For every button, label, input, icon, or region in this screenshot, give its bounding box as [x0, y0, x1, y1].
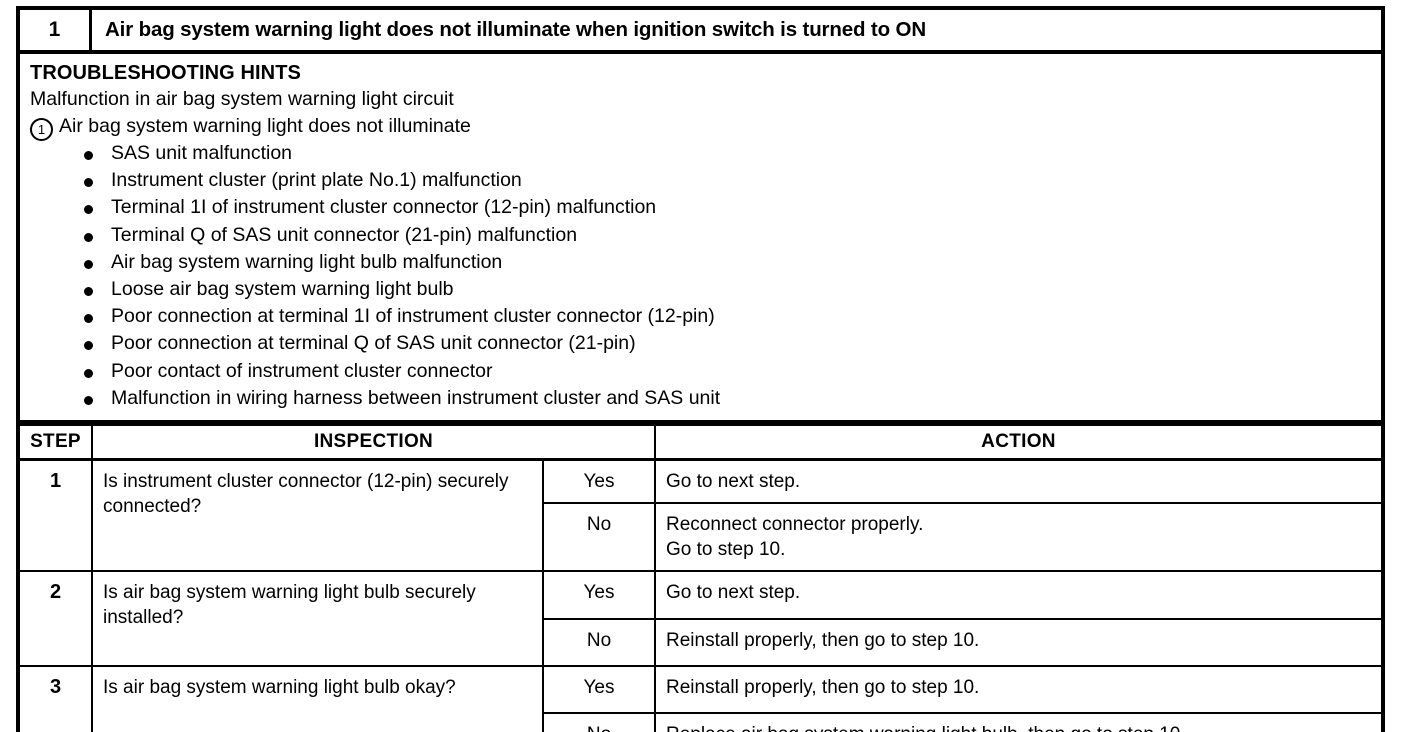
- hints-numbered-item-text: Air bag system warning light does not il…: [59, 115, 471, 137]
- table-row: No Reinstall properly, then go to step 1…: [20, 618, 1381, 668]
- column-header-step: STEP: [20, 424, 93, 462]
- column-header-action: ACTION: [654, 424, 1381, 462]
- column-header-inspection: INSPECTION: [91, 424, 656, 462]
- document-frame: 1 Air bag system warning light does not …: [16, 6, 1385, 732]
- cell-step-number: 2: [20, 570, 93, 668]
- hints-numbered-item: 1 Air bag system warning light does not …: [26, 113, 1381, 141]
- list-item: Poor connection at terminal Q of SAS uni…: [26, 330, 1381, 357]
- cell-answer: No: [542, 502, 656, 573]
- cell-answer: Yes: [542, 665, 656, 715]
- table-row: 2 Is air bag system warning light bulb s…: [20, 570, 1381, 668]
- table-row: 1 Is instrument cluster connector (12-pi…: [20, 458, 1381, 573]
- cell-action: Go to next step.: [654, 458, 1381, 505]
- title-number: 1: [20, 10, 92, 50]
- table-row: No Reconnect connector properly. Go to s…: [20, 502, 1381, 573]
- cell-action: Replace air bag system warning light bul…: [654, 712, 1381, 732]
- cell-action: Reconnect connector properly. Go to step…: [654, 502, 1381, 573]
- cell-inspection: Is air bag system warning light bulb sec…: [91, 570, 544, 668]
- cell-action: Reinstall properly, then go to step 10.: [654, 665, 1381, 715]
- cell-inspection: Is air bag system warning light bulb oka…: [91, 665, 544, 732]
- list-item: Poor contact of instrument cluster conne…: [26, 358, 1381, 385]
- list-item: Malfunction in wiring harness between in…: [26, 385, 1381, 412]
- cell-action: Go to next step.: [654, 570, 1381, 621]
- list-item: Instrument cluster (print plate No.1) ma…: [26, 167, 1381, 194]
- list-item: Terminal Q of SAS unit connector (21-pin…: [26, 222, 1381, 249]
- cell-step-number: 3: [20, 665, 93, 732]
- possible-causes-list: SAS unit malfunction Instrument cluster …: [26, 140, 1381, 412]
- troubleshooting-steps-table: STEP INSPECTION ACTION 1 Is instrument c…: [20, 424, 1381, 732]
- cell-answer: No: [542, 618, 656, 668]
- list-item: Loose air bag system warning light bulb: [26, 276, 1381, 303]
- title-row: 1 Air bag system warning light does not …: [20, 10, 1381, 54]
- cell-action: Reinstall properly, then go to step 10.: [654, 618, 1381, 668]
- hints-heading: TROUBLESHOOTING HINTS: [30, 62, 301, 84]
- list-item: SAS unit malfunction: [26, 140, 1381, 167]
- cell-answer: Yes: [542, 570, 656, 621]
- troubleshooting-hints-section: TROUBLESHOOTING HINTS Malfunction in air…: [20, 54, 1381, 425]
- list-item: Air bag system warning light bulb malfun…: [26, 249, 1381, 276]
- cell-step-number: 1: [20, 458, 93, 573]
- title-text: Air bag system warning light does not il…: [105, 18, 926, 41]
- table-row: No Replace air bag system warning light …: [20, 712, 1381, 732]
- table-row: 3 Is air bag system warning light bulb o…: [20, 665, 1381, 732]
- circled-number-icon: 1: [30, 118, 53, 141]
- hints-subheading: Malfunction in air bag system warning li…: [30, 88, 454, 110]
- list-item: Terminal 1I of instrument cluster connec…: [26, 194, 1381, 221]
- cell-answer: No: [542, 712, 656, 732]
- list-item: Poor connection at terminal 1I of instru…: [26, 303, 1381, 330]
- table-header-row: STEP INSPECTION ACTION: [20, 424, 1381, 462]
- cell-inspection: Is instrument cluster connector (12-pin)…: [91, 458, 544, 573]
- cell-answer: Yes: [542, 458, 656, 505]
